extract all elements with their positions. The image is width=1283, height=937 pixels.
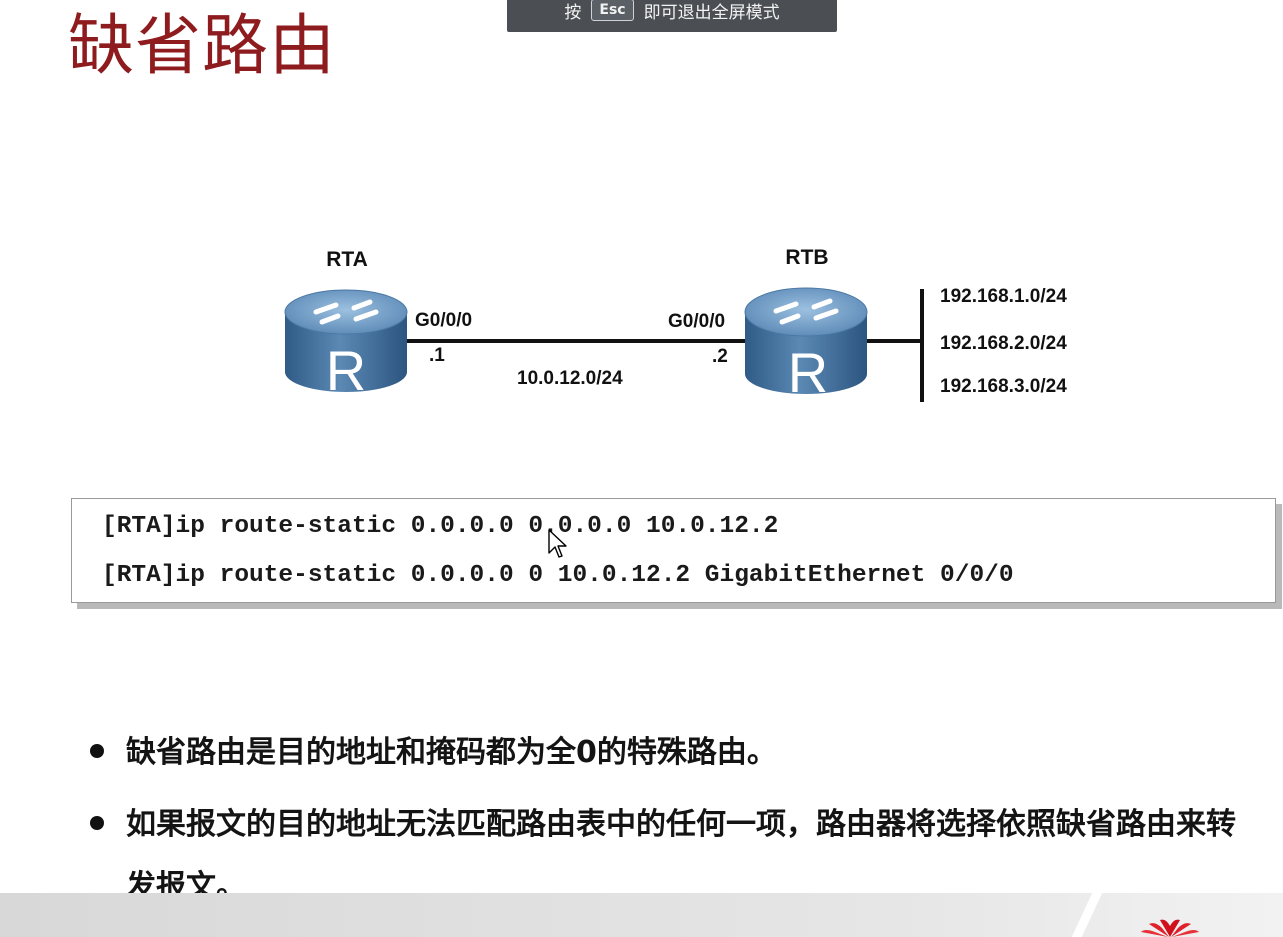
bullet-text: 缺省路由是目的地址和掩码都为全0的特殊路由。 <box>126 735 777 770</box>
network-label-2: 192.168.2.0/24 <box>940 333 1067 354</box>
router-rta-glyph: R <box>326 339 366 402</box>
command-line-1: [RTA]ip route-static 0.0.0.0 0.0.0.0 10.… <box>102 513 779 540</box>
mouse-pointer-icon <box>548 529 567 558</box>
network-label-1: 192.168.1.0/24 <box>940 286 1067 307</box>
rta-host-label: .1 <box>429 345 445 366</box>
bullet-list: 缺省路由是目的地址和掩码都为全0的特殊路由。 如果报文的目的地址无法匹配路由表中… <box>84 722 1264 918</box>
link-network-label: 10.0.12.0/24 <box>517 368 623 389</box>
rtb-host-label: .2 <box>712 346 728 367</box>
huawei-logo-icon <box>1141 919 1199 937</box>
network-diagram: R R RTA RTB G0/0/0 .1 G0/0/0 .2 10.0.12.… <box>284 246 1067 404</box>
command-box: [RTA]ip route-static 0.0.0.0 0.0.0.0 10.… <box>71 498 1276 603</box>
esc-key-badge: Esc <box>591 0 634 21</box>
slide-footer <box>0 893 1283 937</box>
bullet-dot-icon <box>90 744 104 758</box>
router-rta-icon: R <box>284 289 408 402</box>
bullet-text: 如果报文的目的地址无法匹配路由表中的任何一项，路由器将选择依照缺省路由来转发报文… <box>126 807 1236 904</box>
router-rtb-icon: R <box>744 287 868 404</box>
router-rtb-glyph: R <box>788 341 828 404</box>
fullscreen-exit-banner: 按 Esc 即可退出全屏模式 <box>507 0 837 32</box>
bullet-item: 缺省路由是目的地址和掩码都为全0的特殊路由。 <box>84 722 1264 784</box>
network-label-3: 192.168.3.0/24 <box>940 376 1067 397</box>
router-rta-label: RTA <box>326 248 368 271</box>
router-rtb-label: RTB <box>785 246 828 269</box>
command-line-2: [RTA]ip route-static 0.0.0.0 0 10.0.12.2… <box>102 562 1014 589</box>
banner-press-text: 按 <box>564 2 582 23</box>
bullet-dot-icon <box>90 816 104 830</box>
slide-title: 缺省路由 <box>68 7 336 84</box>
banner-hint-text: 即可退出全屏模式 <box>643 2 780 23</box>
rta-interface-label: G0/0/0 <box>415 310 472 331</box>
rtb-interface-label: G0/0/0 <box>668 311 725 332</box>
